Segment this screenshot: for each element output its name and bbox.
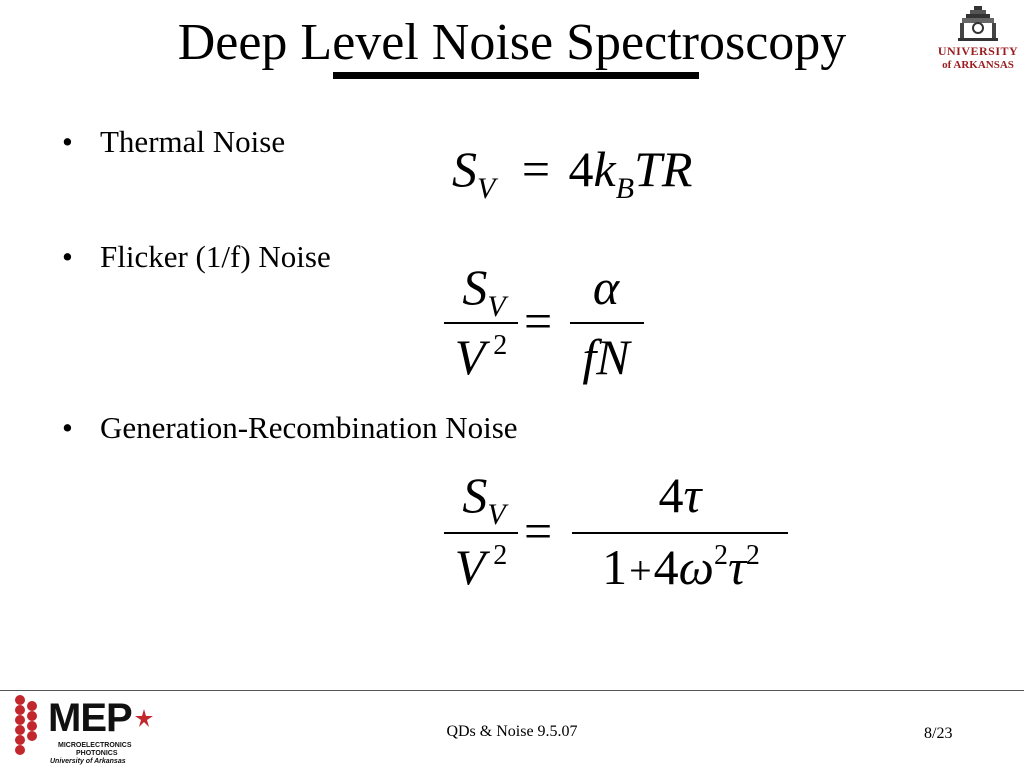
mep-logo-line1: MICROELECTRONICS (58, 742, 132, 749)
binary-circles-icon (15, 695, 37, 755)
bullet-label: Thermal Noise (100, 124, 286, 159)
footer-divider (0, 690, 1024, 691)
mep-logo-name: MEP (48, 696, 133, 740)
title-underline (333, 72, 699, 79)
slide-title: Deep Level Noise Spectroscopy (177, 14, 847, 71)
bullet-label: Flicker (1/f) Noise (100, 239, 331, 274)
mep-logo: MEP MICROELECTRONICS PHOTONICS Universit… (10, 692, 160, 765)
bullet-dot: • (62, 124, 73, 159)
star-icon (135, 709, 153, 727)
old-main-building-icon (958, 6, 998, 41)
mep-logo-line2: PHOTONICS (76, 750, 118, 757)
footer-title: QDs & Noise 9.5.07 (446, 723, 578, 740)
bullet-dot: • (62, 239, 73, 274)
university-logo: UNIVERSITY of ARKANSAS (936, 4, 1020, 76)
bullet-flicker-noise: • Flicker (1/f) Noise (62, 239, 331, 275)
bullet-gr-noise: • Generation-Recombination Noise (62, 410, 518, 446)
thermal-noise-equation: SV = 4kBTR (452, 141, 693, 205)
mep-logo-line3: University of Arkansas (50, 758, 126, 765)
page-number: 8/23 (924, 725, 953, 742)
bullet-thermal-noise: • Thermal Noise (62, 124, 285, 160)
university-logo-line2: of ARKANSAS (942, 59, 1014, 71)
university-logo-line1: UNIVERSITY (937, 44, 1019, 58)
bullet-dot: • (62, 410, 73, 445)
bullet-label: Generation-Recombination Noise (100, 410, 518, 445)
